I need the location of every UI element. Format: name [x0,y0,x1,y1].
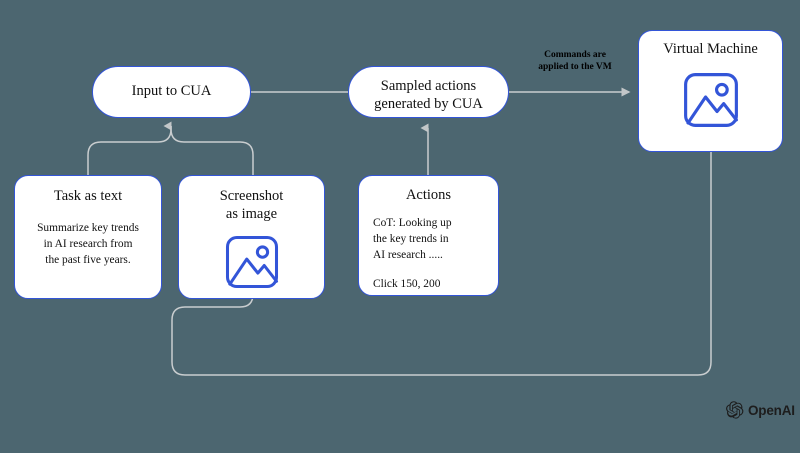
openai-branding: OpenAI [726,401,795,419]
node-task-as-text-body-line1: Summarize key trends [37,221,139,234]
image-icon [683,72,738,127]
node-actions-body-line2: the key trends in [373,232,449,245]
node-sampled-actions[interactable]: Sampled actions generated by CUA [348,66,509,118]
edge-screenshot-to-input [170,126,254,175]
node-actions-body-line1: CoT: Looking up [373,216,452,229]
node-sampled-actions-title-line2: generated by CUA [374,95,483,112]
node-actions-body-line3: AI research ..... [373,249,443,262]
node-task-as-text[interactable]: Task as text Summarize key trends in AI … [14,175,162,299]
node-sampled-actions-title-line1: Sampled actions [380,77,477,94]
node-input-to-cua-title: Input to CUA [131,83,212,100]
node-actions[interactable]: Actions CoT: Looking up the key trends i… [358,175,499,296]
node-screenshot-as-image-title-line1: Screenshot [219,188,284,204]
node-actions-title: Actions [405,187,452,203]
node-virtual-machine-title: Virtual Machine [663,41,758,57]
node-task-as-text-title: Task as text [53,188,123,204]
node-input-to-cua[interactable]: Input to CUA [92,66,251,118]
edge-label-commands-applied-to-vm: Commands are applied to the VM [538,50,612,72]
node-screenshot-as-image[interactable]: Screenshot as image [178,175,325,299]
edge-task-to-input [87,121,172,175]
openai-logo-text: OpenAI [748,402,795,418]
node-screenshot-as-image-title-line2: as image [225,205,278,222]
node-actions-body-line4: Click 150, 200 [373,278,441,291]
node-task-as-text-body-line3: the past five years. [45,254,131,267]
openai-logo-icon [726,401,744,419]
node-virtual-machine[interactable]: Virtual Machine [638,30,783,152]
image-icon [225,236,278,289]
node-task-as-text-body-line2: in AI research from [43,237,133,250]
